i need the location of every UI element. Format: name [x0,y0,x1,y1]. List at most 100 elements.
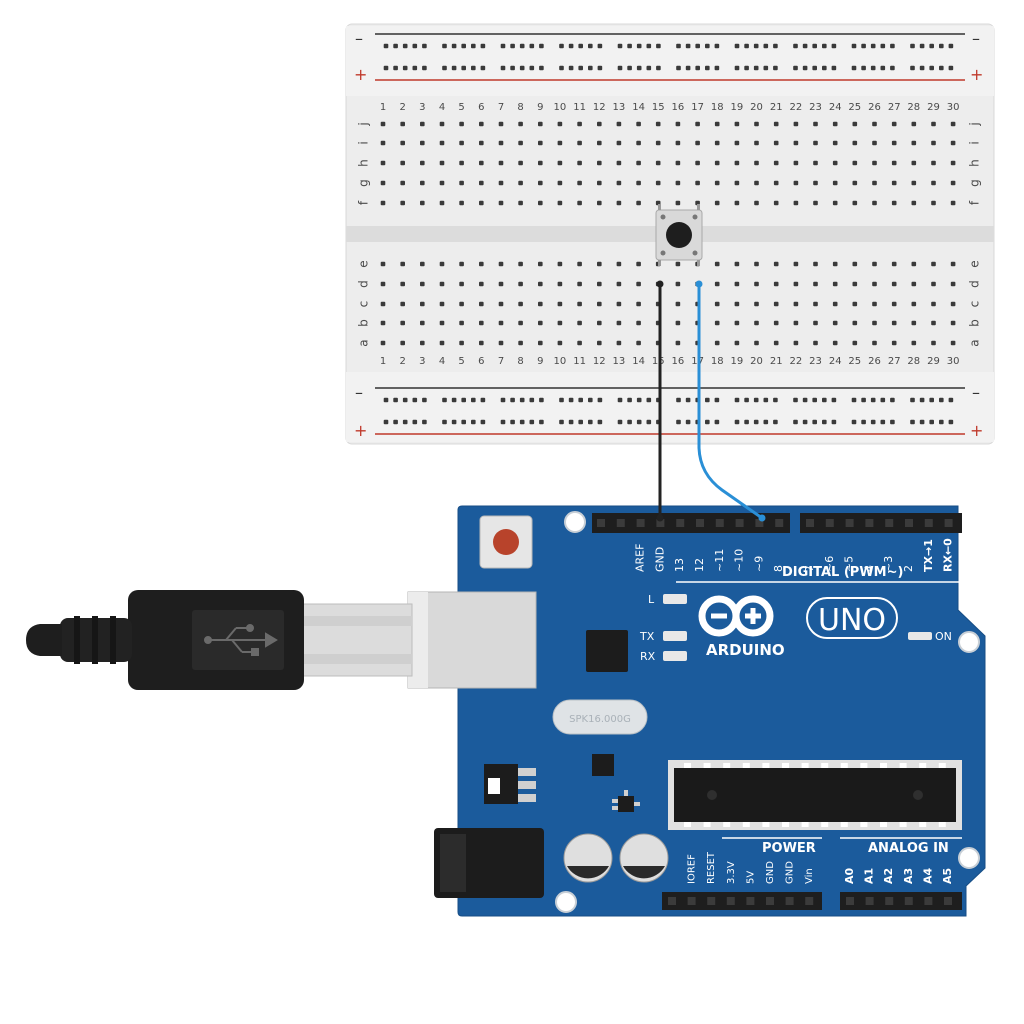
top-power-rail [346,26,994,96]
atmega-dot [913,790,923,800]
breadboard-hole [931,200,936,206]
column-label-bottom: 27 [888,356,901,367]
breadboard-hole [931,320,936,326]
breadboard-hole [950,140,956,146]
breadboard-hole [891,261,897,267]
analog-header [840,892,962,910]
breadboard-hole [597,261,602,267]
breadboard-hole [380,200,386,206]
digital-pin-label: 12 [693,558,706,572]
breadboard-hole [510,65,515,71]
breadboard-hole [822,43,827,49]
breadboard-hole [754,301,759,307]
row-label-right: b [968,319,982,327]
header-socket [924,897,933,905]
breadboard-hole [832,200,838,206]
breadboard-hole [636,261,641,267]
crystal-label: SPK16.000G [569,714,631,725]
breadboard-hole [872,281,877,287]
breadboard-hole [568,43,574,49]
logo-right-loop [732,595,774,637]
breadboard-hole [393,43,398,49]
digital-pin-label: ~6 [823,556,836,572]
breadboard-hole [910,397,915,403]
column-label-top: 14 [632,102,645,113]
breadboard-hole [400,281,405,287]
breadboard-hole [616,301,622,307]
chip-pin [684,822,691,827]
breadboard-hole [763,65,769,71]
header-socket [805,897,814,905]
breadboard-hole [695,160,700,166]
rail-plus-tl: + [354,65,367,84]
header-socket [696,519,704,527]
power-title: POWER [762,841,816,856]
breadboard-hole [695,43,700,49]
breadboard-hole [802,419,808,425]
breadboard-hole [763,419,769,425]
reset-button[interactable] [493,529,519,555]
breadboard-hole [655,160,661,166]
capacitor-stripe [623,866,665,879]
breadboard-hole [518,281,523,287]
row-label-right: d [968,280,982,288]
analog-title: ANALOG IN [868,841,949,856]
breadboard-hole [754,140,759,146]
breadboard-hole [380,140,386,146]
breadboard-hole [616,160,622,166]
breadboard-hole [802,65,808,71]
breadboard-hole [675,140,681,146]
breadboard-hole [451,43,457,49]
row-label-left: j [357,122,371,126]
digital-header-left [592,513,790,533]
chip-pin [723,763,731,768]
breadboard-hole [519,43,525,49]
breadboard-hole [734,419,740,425]
breadboard-hole [773,340,779,346]
breadboard-hole [439,281,445,287]
breadboard-hole [498,160,504,166]
breadboard-hole [773,281,779,287]
model-label: UNO [818,603,886,638]
header-socket [885,897,894,905]
breadboard-hole [880,397,886,403]
breadboard-hole [832,261,838,267]
wire-pin9-end [695,280,703,288]
column-label-bottom: 4 [439,356,445,367]
breadboard-hole [627,43,632,49]
header-socket [668,897,676,905]
breadboard-hole [939,419,944,425]
chip-pin [880,763,887,768]
breadboard-hole [557,261,563,267]
chip-pin [762,822,770,827]
breadboard-hole [929,397,934,403]
power-pin-label: GND [785,861,796,884]
breadboard-hole [919,397,925,403]
breadboard-hole [734,180,740,186]
breadboard-labels: 1122334455667788991010111112121313141415… [357,102,982,367]
breadboard-hole [890,419,895,425]
breadboard-hole [813,301,818,307]
breadboard-hole [793,180,799,186]
breadboard-hole [931,140,936,146]
breadboard-hole [655,121,661,127]
breadboard-hole [890,65,895,71]
led-rx-label: RX [640,650,656,663]
breadboard-hole [616,320,622,326]
wire-pin9[interactable] [697,282,764,520]
header-socket [865,897,874,905]
breadboard-hole [479,340,484,346]
breadboard-hole [380,340,386,346]
breadboard-hole [950,340,956,346]
breadboard-hole [911,140,917,146]
header-socket [755,519,764,527]
wire-pin9-end [758,514,766,522]
breadboard-hole [929,419,934,425]
pushbutton[interactable] [655,204,703,266]
breadboard-hole [459,261,464,267]
column-label-top: 22 [790,102,803,113]
breadboard-hole [793,419,798,425]
usb-cable[interactable] [26,590,413,690]
pushbutton-cap[interactable] [666,222,692,248]
